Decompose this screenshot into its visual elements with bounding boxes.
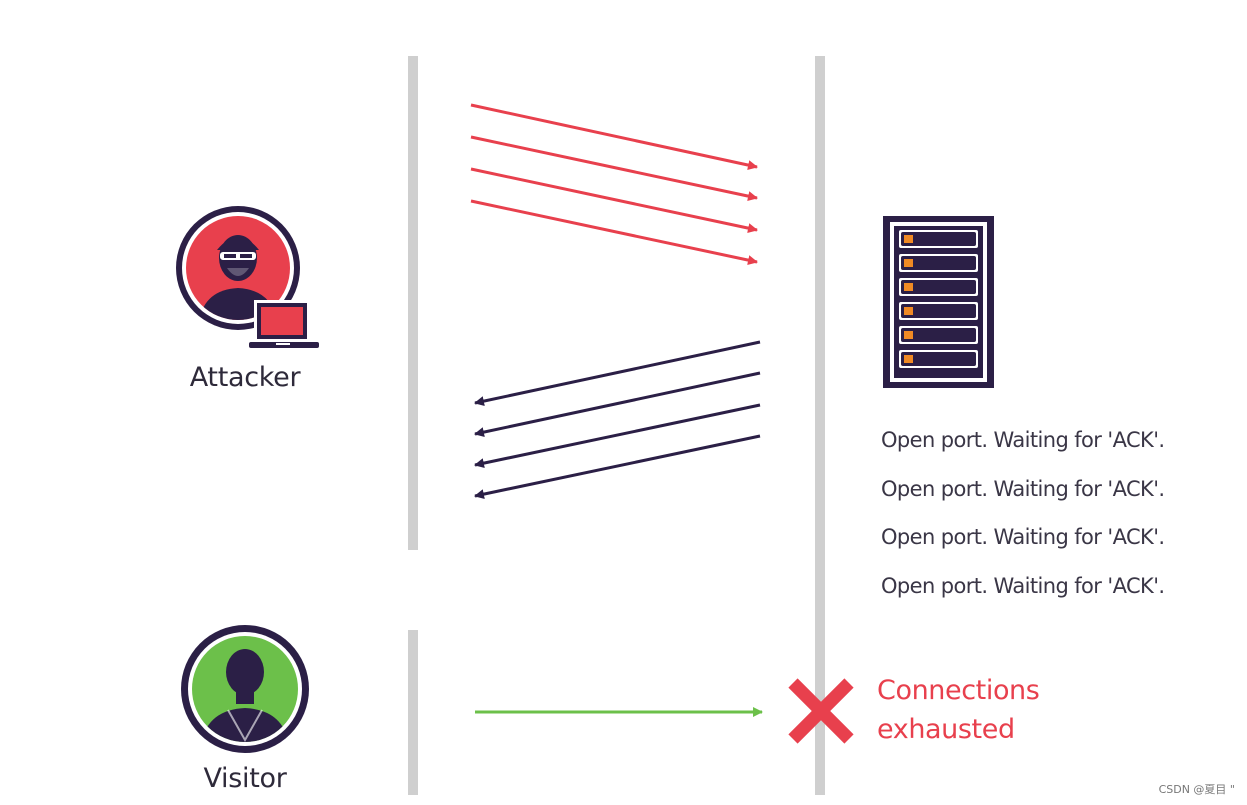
visitor-avatar — [181, 625, 309, 753]
syn-ack-arrow — [474, 340, 761, 407]
server-icon — [883, 216, 994, 388]
server-led-icon — [904, 235, 913, 243]
error-message-line2: exhausted — [877, 714, 1015, 745]
server-slot-face — [901, 328, 976, 342]
server-led-icon — [904, 283, 913, 291]
client-lifeline-top — [408, 56, 418, 550]
syn-ack-arrow — [474, 434, 761, 500]
attacker-avatar — [176, 206, 300, 330]
server-lifeline — [815, 56, 825, 795]
status-line: Open port. Waiting for 'ACK'. — [881, 525, 1165, 549]
server-led-icon — [904, 355, 913, 363]
status-line: Open port. Waiting for 'ACK'. — [881, 574, 1165, 598]
hacker-icon — [198, 235, 278, 320]
status-line: Open port. Waiting for 'ACK'. — [881, 428, 1165, 452]
syn-arrows — [470, 103, 758, 266]
watermark: CSDN @夏目 " — [1158, 783, 1235, 796]
server-slot-face — [901, 232, 976, 246]
server-led-icon — [904, 331, 913, 339]
syn-arrow — [470, 135, 758, 202]
visitor-label: Visitor — [203, 763, 287, 794]
syn-arrow — [470, 167, 758, 234]
syn-ack-arrow — [474, 403, 761, 469]
server-led-icon — [904, 307, 913, 315]
server-slot-face — [901, 256, 976, 270]
server-led-icon — [904, 259, 913, 267]
connection-failed-icon — [788, 678, 854, 744]
syn-ack-arrow — [474, 371, 761, 438]
syn-arrow — [470, 103, 758, 170]
laptop-icon — [249, 300, 319, 348]
attacker-label: Attacker — [189, 362, 301, 393]
server-slot-face — [901, 352, 976, 366]
syn-arrow — [470, 199, 758, 266]
server-slot-face — [901, 304, 976, 318]
error-message-line1: Connections — [877, 675, 1040, 706]
syn-ack-arrows — [474, 340, 761, 500]
server-slot-face — [901, 280, 976, 294]
client-lifeline-bottom — [408, 630, 418, 795]
status-line: Open port. Waiting for 'ACK'. — [881, 477, 1165, 501]
